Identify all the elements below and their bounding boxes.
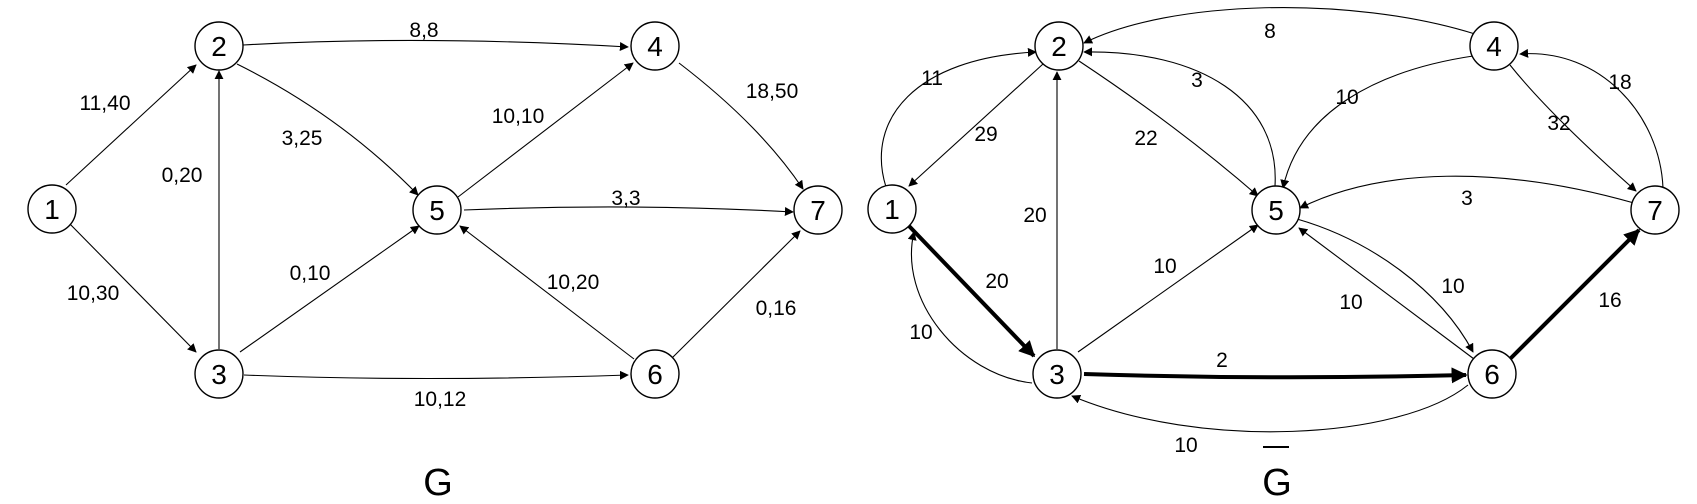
svg-text:5: 5 [1268, 195, 1284, 226]
gbar-label-1-3: 20 [985, 270, 1008, 293]
g-edge-3-6 [243, 370, 629, 380]
gbar-node-5: 5 [1251, 185, 1301, 235]
g-label-6-7: 0,16 [756, 297, 797, 320]
g-edge-1-3 [65, 219, 197, 353]
svg-text:1: 1 [44, 194, 60, 225]
gbar-edge-5-6 [1296, 218, 1474, 353]
gbar-node-4: 4 [1469, 21, 1519, 71]
gbar-label-7-5: 3 [1461, 187, 1473, 210]
gbar-label-4-5: 10 [1335, 86, 1358, 109]
g-edge-2-5 [236, 63, 419, 196]
gbar-label-3-5: 10 [1153, 255, 1176, 278]
gbar-edge-3-6-bold [1083, 367, 1468, 384]
graph-gbar-edges [880, 7, 1664, 433]
gbar-label-2-1: 29 [974, 123, 997, 146]
gbar-label-7-4: 18 [1608, 71, 1631, 94]
svg-text:2: 2 [1051, 31, 1067, 62]
gbar-edge-4-2 [1083, 7, 1476, 44]
graph-gbar-nodes: 1 2 3 4 5 6 7 [867, 21, 1680, 399]
graph-g-caption: G [423, 462, 453, 504]
gbar-node-2: 2 [1034, 21, 1084, 71]
gbar-edge-7-4 [1519, 48, 1664, 189]
gbar-label-2-5: 22 [1134, 127, 1157, 150]
g-edge-6-5 [459, 225, 635, 360]
gbar-label-4-2: 8 [1264, 20, 1276, 43]
g-label-4-7: 18,50 [746, 80, 799, 103]
svg-text:6: 6 [1484, 359, 1500, 390]
svg-text:4: 4 [647, 31, 663, 62]
graph-g-edge-labels: 11,40 10,30 8,8 3,25 0,20 0,10 10,12 10,… [67, 19, 799, 411]
g-node-3: 3 [194, 349, 244, 399]
g-node-7: 7 [793, 185, 843, 235]
graph-g-nodes: 1 2 3 4 5 6 7 [27, 21, 843, 399]
gbar-label-6-5: 10 [1339, 291, 1362, 314]
gbar-label-3-1: 10 [909, 321, 932, 344]
gbar-edge-6-3 [1071, 384, 1469, 433]
graph-g-edges [65, 39, 804, 380]
gbar-edge-6-5 [1298, 227, 1475, 360]
gbar-label-1-2: 11 [921, 67, 943, 90]
g-label-3-2: 0,20 [162, 164, 203, 187]
g-label-6-5: 10,20 [547, 271, 600, 294]
g-label-5-7: 3,3 [611, 187, 640, 210]
gbar-edge-7-5 [1299, 175, 1635, 209]
gbar-label-6-7: 16 [1598, 289, 1621, 312]
svg-text:2: 2 [211, 31, 227, 62]
g-edge-1-2 [65, 64, 197, 186]
gbar-node-3: 3 [1032, 349, 1082, 399]
gbar-label-5-2: 3 [1191, 69, 1203, 92]
graph-gbar-edge-labels: 11 29 20 10 20 8 22 3 10 32 18 3 10 2 10… [909, 20, 1631, 457]
svg-text:6: 6 [647, 359, 663, 390]
gbar-edge-2-5 [1078, 60, 1259, 197]
gbar-label-3-6: 2 [1216, 349, 1228, 372]
gbar-label-6-3: 10 [1174, 434, 1197, 457]
g-label-5-4: 10,10 [492, 105, 545, 128]
svg-text:3: 3 [1049, 359, 1065, 390]
svg-text:7: 7 [1647, 195, 1663, 226]
g-label-2-4: 8,8 [409, 19, 438, 42]
svg-text:4: 4 [1486, 31, 1502, 62]
gbar-node-1: 1 [867, 184, 917, 234]
g-edge-3-5 [239, 225, 420, 353]
gbar-edge-2-1 [908, 63, 1044, 187]
g-edge-5-4 [457, 62, 634, 198]
gbar-edge-6-7-bold [1508, 228, 1641, 361]
gbar-edge-3-1 [907, 231, 1033, 384]
gbar-node-7: 7 [1630, 185, 1680, 235]
gbar-label-3-2: 20 [1023, 204, 1046, 227]
gbar-edge-1-3-bold [907, 224, 1036, 358]
svg-text:7: 7 [810, 195, 826, 226]
svg-text:1: 1 [884, 194, 900, 225]
graph-gbar: 11 29 20 10 20 8 22 3 10 32 18 3 10 2 10… [867, 7, 1680, 504]
gbar-label-5-6: 10 [1441, 275, 1464, 298]
g-label-2-5: 3,25 [282, 127, 323, 150]
g-node-4: 4 [630, 21, 680, 71]
gbar-edge-1-2 [880, 47, 1037, 188]
g-label-1-3: 10,30 [67, 282, 120, 305]
g-edge-6-7 [670, 230, 801, 360]
g-label-3-5: 0,10 [290, 262, 331, 285]
g-label-1-2: 11,40 [80, 92, 131, 115]
gbar-edge-5-2 [1083, 47, 1276, 187]
gbar-label-4-7: 32 [1547, 112, 1570, 135]
g-edge-4-7 [678, 62, 804, 190]
g-label-3-6: 10,12 [414, 388, 467, 411]
graph-gbar-caption: G [1262, 462, 1292, 504]
g-node-2: 2 [194, 21, 244, 71]
gbar-node-6: 6 [1467, 349, 1517, 399]
graph-g: 11,40 10,30 8,8 3,25 0,20 0,10 10,12 10,… [27, 19, 843, 504]
g-edge-5-7 [463, 206, 794, 217]
gbar-edge-4-7 [1509, 64, 1637, 192]
g-node-5: 5 [412, 185, 462, 235]
gbar-edge-4-5 [1280, 55, 1474, 189]
g-edge-2-4 [242, 39, 629, 52]
g-node-6: 6 [630, 349, 680, 399]
svg-text:5: 5 [429, 195, 445, 226]
svg-text:3: 3 [211, 359, 227, 390]
g-node-1: 1 [27, 184, 77, 234]
gbar-edge-3-5 [1077, 224, 1259, 353]
